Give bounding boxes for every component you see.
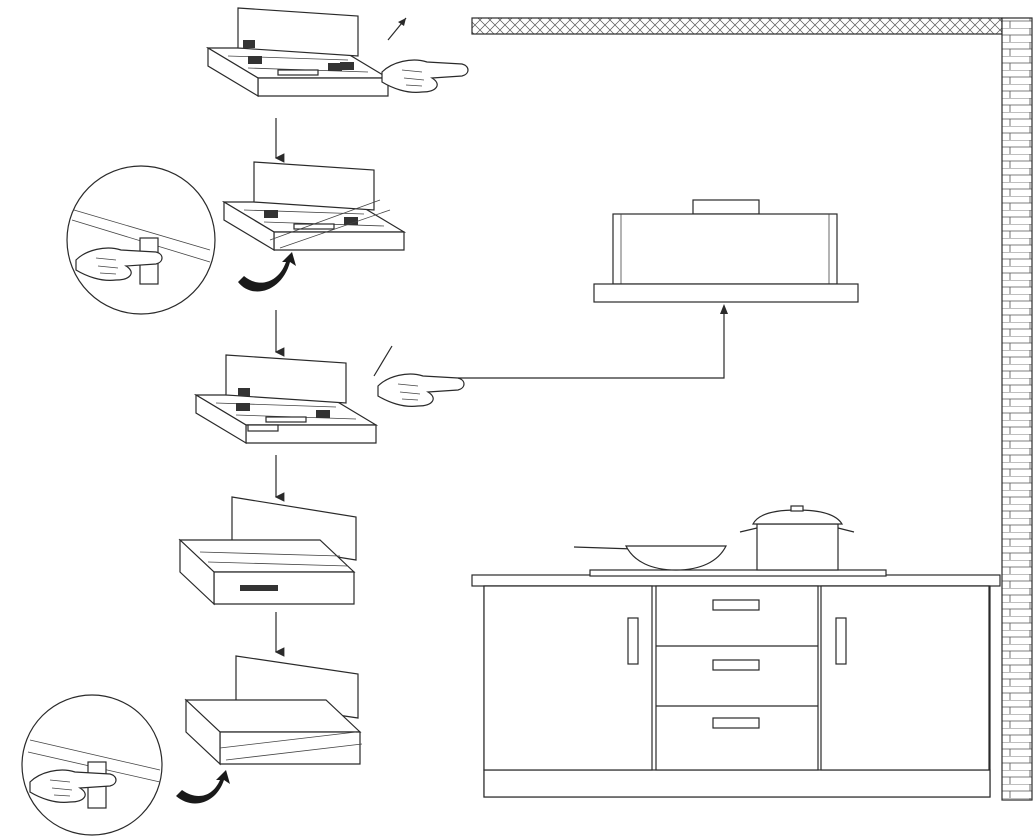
kitchen-cabinets	[483, 585, 991, 798]
hand-icon	[381, 59, 469, 93]
brick-wall-icon	[1001, 17, 1033, 801]
frying-pan	[573, 545, 727, 571]
push-arrow-icon	[373, 345, 393, 377]
countertop	[471, 574, 1001, 587]
step-2-hood	[223, 161, 405, 251]
step-1-hood	[207, 7, 389, 97]
detail-circle-2	[21, 694, 163, 836]
connector-line	[458, 308, 725, 379]
rotate-arrow-icon	[176, 770, 230, 804]
ceiling	[471, 17, 1003, 35]
wall-hood	[593, 199, 859, 303]
detail-circle-1	[66, 165, 216, 315]
step-4-hood	[178, 496, 357, 606]
hand-icon	[377, 373, 465, 407]
step-3-hood	[195, 354, 377, 444]
rotate-arrow-icon	[238, 252, 296, 292]
cooking-pot	[739, 505, 855, 571]
cooktop	[589, 569, 887, 577]
step-5-hood	[184, 655, 363, 766]
